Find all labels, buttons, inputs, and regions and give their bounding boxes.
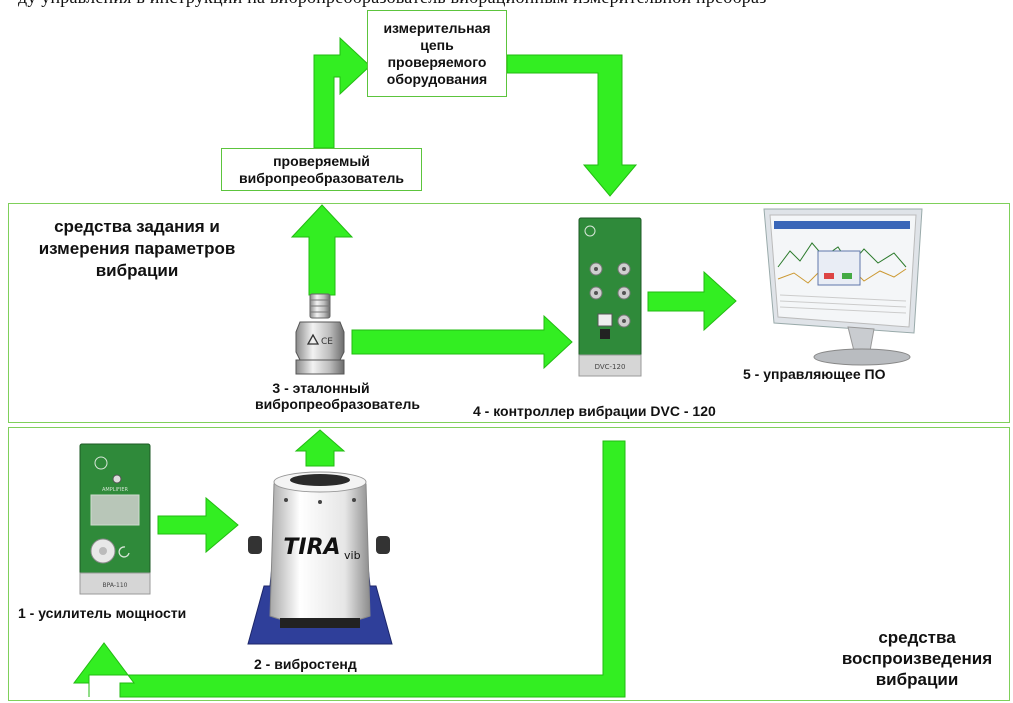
- arrow-shaker-to-reference: [294, 429, 346, 467]
- shaker-brand-suffix-text: vib: [344, 549, 361, 562]
- arrow-reference-to-tested: [290, 204, 354, 296]
- arrow-tested-to-chain: [313, 36, 371, 149]
- controller-model-text: DVC-120: [595, 363, 626, 371]
- arrow-controller-to-software: [647, 270, 737, 332]
- measurement-section-title: средства задания и измерения параметров …: [38, 217, 236, 280]
- reference-transducer-label: 3 - эталонный вибропреобразователь: [255, 380, 420, 412]
- vibration-controller-label: 4 - контроллер вибрации DVC - 120: [473, 403, 716, 419]
- control-software-label: 5 - управляющее ПО: [743, 366, 886, 382]
- reproduction-section-title: средства воспроизведения вибрации: [841, 628, 993, 689]
- amplifier-display-text: AMPLIFIER: [102, 487, 129, 493]
- vibration-shaker-label: 2 - вибростенд: [254, 656, 357, 672]
- control-software-monitor-image: [763, 208, 923, 366]
- arrow-amplifier-to-shaker: [157, 496, 239, 554]
- tested-transducer-box: проверяемый вибропреобразователь: [221, 148, 422, 191]
- shaker-brand-text: TIRA: [283, 535, 340, 560]
- arrow-controller-to-amplifier: [73, 440, 626, 698]
- svg-text:CE: CE: [321, 337, 333, 347]
- amplifier-model-text: BPA-110: [103, 582, 128, 589]
- arrow-reference-to-controller: [351, 314, 573, 370]
- vibration-controller-image: DVC-120: [578, 217, 642, 377]
- vibration-shaker-image: TIRA vib: [247, 471, 393, 645]
- power-amplifier-image: AMPLIFIER BPA-110: [79, 443, 151, 595]
- cropped-top-text: ду управления в инструкции на вибропреоб…: [0, 0, 1013, 20]
- reference-transducer-image: CE: [295, 293, 345, 375]
- measuring-chain-box: измерительная цепь проверяемого оборудов…: [367, 10, 507, 97]
- reproduction-section-panel: [8, 427, 1010, 701]
- power-amplifier-label: 1 - усилитель мощности: [18, 605, 187, 621]
- arrow-chain-to-controller: [506, 54, 638, 197]
